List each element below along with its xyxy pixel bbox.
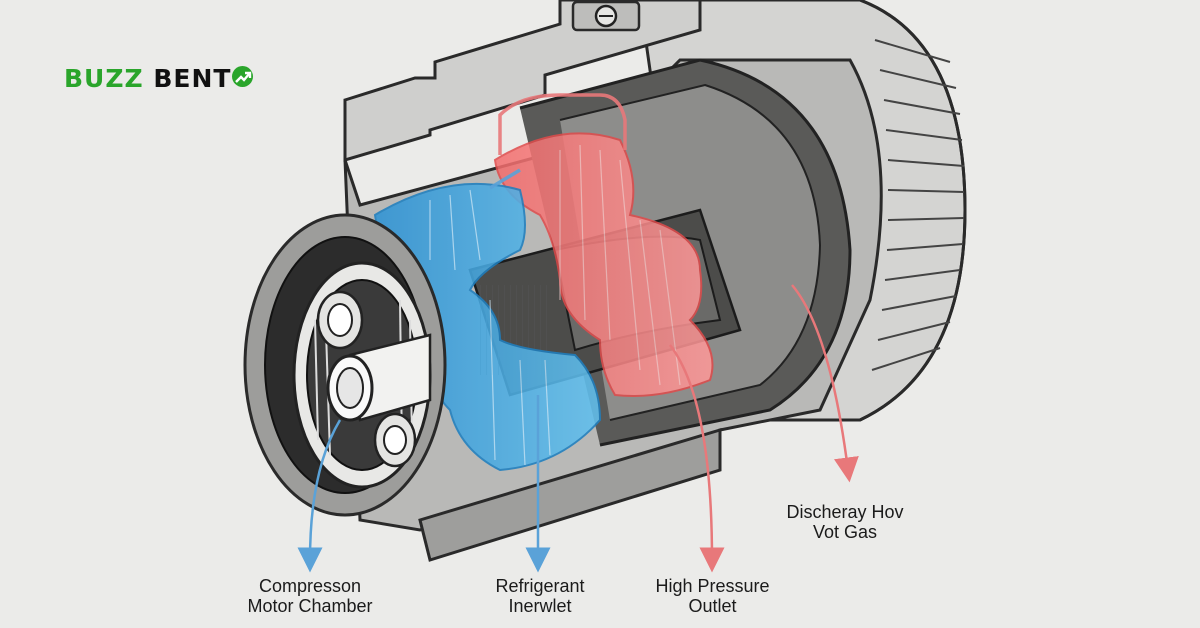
label-refrigerant-line2: Inerwlet	[508, 596, 572, 616]
label-discharge-gas: Discheray Hov Vot Gas	[770, 502, 920, 542]
label-refrigerant-line1: Refrigerant	[495, 576, 585, 596]
label-discharge-line2: Vot Gas	[812, 522, 878, 542]
mounting-bracket	[343, 0, 702, 163]
label-compression-line2: Motor Chamber	[247, 596, 373, 616]
label-refrigerant-inlet: Refrigerant Inerwlet	[470, 576, 610, 616]
logo-bent: BENT	[153, 64, 232, 93]
label-compression-chamber: Compresson Motor Chamber	[225, 576, 395, 616]
logo-buzz: BUZZ	[64, 64, 144, 93]
arrow-compression	[297, 419, 342, 573]
label-compression-line1: Compresson	[258, 576, 362, 596]
high-pressure-band	[493, 132, 714, 397]
discharge-pipe	[489, 93, 627, 190]
arrow-high-pressure	[669, 344, 725, 573]
callout-arrows	[297, 284, 859, 573]
trend-arrow-icon	[232, 66, 254, 87]
label-high-pressure-line1: High Pressure	[655, 576, 770, 596]
arrow-discharge	[791, 284, 859, 483]
label-high-pressure-line2: Outlet	[688, 596, 737, 616]
label-discharge-line1: Discheray Hov	[786, 502, 904, 522]
brand-logo: BUZZ BENT	[64, 64, 254, 94]
front-face	[243, 213, 447, 517]
label-high-pressure-outlet: High Pressure Outlet	[640, 576, 785, 616]
